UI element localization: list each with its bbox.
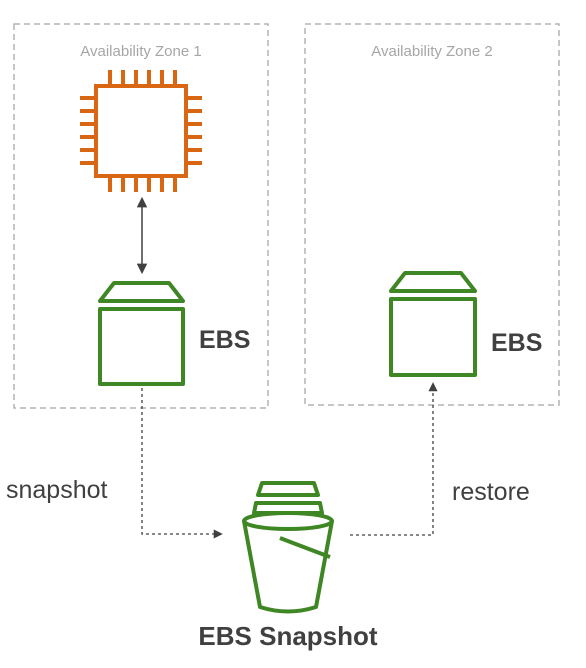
- snapshot-edge-label: snapshot: [6, 476, 108, 504]
- s3-bucket-icon: [242, 481, 334, 614]
- ebs-snapshot-label: EBS Snapshot: [198, 621, 377, 651]
- ebs-volume-label: EBS: [199, 326, 250, 354]
- zone-2-boundary: [304, 23, 560, 406]
- snapshot-flow-arrow: [141, 388, 223, 539]
- ebs-volume-icon: [389, 271, 477, 377]
- availability-zone-2: Availability Zone 2: [304, 23, 560, 406]
- ec2-chip-icon: [80, 70, 202, 192]
- ebs-volume-label: EBS: [491, 329, 542, 357]
- restore-flow-arrow: [350, 382, 438, 536]
- restore-edge-label: restore: [452, 478, 530, 506]
- availability-zone-1: Availability Zone 1: [13, 23, 269, 409]
- zone-1-label: Availability Zone 1: [80, 43, 201, 60]
- ebs-volume-icon: [98, 281, 185, 386]
- zone-2-label: Availability Zone 2: [371, 43, 492, 60]
- zone-1-boundary: [13, 23, 269, 409]
